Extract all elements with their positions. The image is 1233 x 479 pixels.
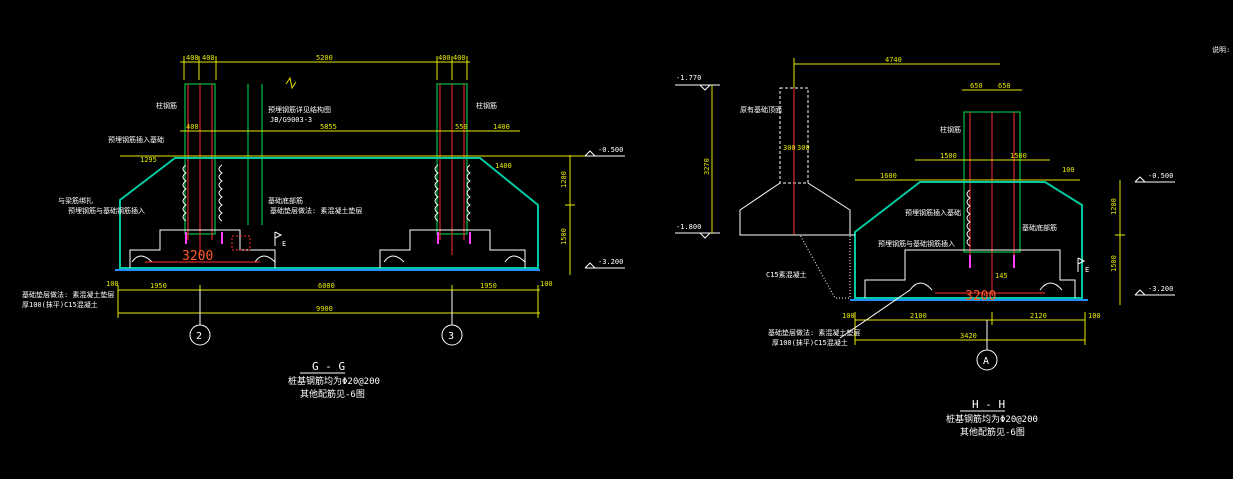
hh-red-dim: 3200	[965, 289, 996, 304]
hh-note-6: C15素混凝土	[766, 270, 807, 279]
gg-right-dim-2: 1500	[560, 228, 568, 245]
corner-note: 说明:	[1212, 45, 1230, 54]
hh-axis: A	[983, 356, 989, 367]
gg-pilecap-left	[129, 229, 276, 268]
gg-note-2: 预埋钢筋详见结构图	[268, 105, 331, 114]
gg-dim-1400: 1400	[495, 162, 512, 170]
gg-note-5: 预埋钢筋插入基础	[108, 135, 164, 144]
hh-dim-col-1: 300	[783, 144, 796, 152]
hh-title: H - H	[972, 398, 1005, 411]
gg-dim-top-5: 400	[453, 54, 466, 62]
gg-dim-bottom-1: 1950	[150, 282, 167, 290]
section-gg: 400 400 5200 400 400 柱钢筋 预埋钢筋详见结构图 JB/G9…	[22, 54, 625, 400]
gg-dim-100-a: 100	[106, 280, 119, 288]
hh-elev-1770: -1.770	[676, 74, 701, 82]
gg-pilecap-right	[379, 229, 526, 268]
hh-sub-2: 其他配筋见-6图	[960, 426, 1025, 438]
hh-dim-bottom-1: 2100	[910, 312, 927, 320]
gg-sub-1: 桩基钢筋均为Φ20@200	[288, 375, 380, 387]
hh-pilecap	[864, 249, 1076, 298]
hh-dim-100-a: 100	[842, 312, 855, 320]
hh-note-4: 预埋钢筋与基础钢筋插入	[878, 239, 955, 248]
gg-note-9: 基础垫层做法: 素混凝土垫层	[270, 206, 362, 215]
gg-dim-mid-2: 5855	[320, 123, 337, 131]
gg-axis-bubble-left	[189, 324, 211, 346]
gg-dim-mid-4: 1400	[493, 123, 510, 131]
hh-note-8: 厚100(抹平)C15混凝土	[772, 338, 848, 347]
hh-elev-top: -0.500	[1148, 172, 1173, 180]
gg-elev-bot: -3.200	[598, 258, 623, 266]
gg-elev-top: -0.500	[598, 146, 623, 154]
hh-existing-footing	[739, 182, 851, 236]
section-hh: -1.770 -1.800 3270 300 300 原有基础顶面 C15素混凝…	[675, 56, 1175, 438]
hh-right-dim-1: 1200	[1110, 198, 1118, 215]
hh-dim-1600: 1600	[880, 172, 897, 180]
gg-note-11: 厚100(抹平)C15混凝土	[22, 300, 98, 309]
gg-axis-left: 2	[196, 331, 202, 342]
hh-sub-1: 桩基钢筋均为Φ20@200	[946, 413, 1038, 425]
gg-dim-bottom-3: 1950	[480, 282, 497, 290]
hh-dim-col-2: 300	[797, 144, 810, 152]
gg-dim-top-2: 400	[202, 54, 215, 62]
hh-dim-total: 3420	[960, 332, 977, 340]
hh-elev-bot: -3.200	[1148, 285, 1173, 293]
gg-axis-bubble-right	[441, 324, 463, 346]
hh-dim-3270: 3270	[703, 158, 711, 175]
gg-right-dim-1: 1200	[560, 171, 568, 188]
hh-axis-bubble	[976, 349, 998, 371]
hh-dim-4740: 4740	[885, 56, 902, 64]
gg-dim-100-b: 100	[540, 280, 553, 288]
hh-dim-mid-1: 1500	[940, 152, 957, 160]
hh-dim-145: 145	[995, 272, 1008, 280]
gg-dim-total: 9900	[316, 305, 333, 313]
hh-gravel-fill	[799, 234, 851, 299]
hh-dim-mid-2: 1500	[1010, 152, 1027, 160]
hh-dim-top-2: 650	[998, 82, 1011, 90]
gg-footing-outline	[119, 157, 539, 269]
hh-note-1: 原有基础顶面	[740, 105, 782, 114]
gg-dim-top-1: 400	[186, 54, 199, 62]
gg-red-dim: 3200	[182, 249, 213, 264]
hh-dim-bottom-2: 2120	[1030, 312, 1047, 320]
hh-right-dim-2: 1500	[1110, 255, 1118, 272]
gg-dim-1295: 1295	[140, 156, 157, 164]
gg-title: G - G	[312, 360, 345, 373]
hh-note-7: 基础垫层做法: 素混凝土垫层	[768, 328, 860, 337]
svg-text:E: E	[282, 240, 286, 248]
gg-dim-mid-1: 400	[186, 123, 199, 131]
gg-note-4: 柱钢筋	[476, 101, 497, 110]
gg-note-7: 预埋钢筋与基础钢筋插入	[68, 206, 145, 215]
gg-dim-mid-3: 550	[455, 123, 468, 131]
gg-note-1: 柱钢筋	[156, 101, 177, 110]
gg-note-8: 基础底部筋	[268, 196, 303, 205]
gg-note-3: JB/G9003-3	[270, 116, 312, 124]
hh-note-3: 预埋钢筋插入基础	[905, 208, 961, 217]
hh-note-5: 基础底部筋	[1022, 223, 1057, 232]
hh-note-2: 柱钢筋	[940, 125, 961, 134]
gg-note-6: 与梁筋绑扎	[58, 196, 93, 205]
hh-dim-100r: 100	[1062, 166, 1075, 174]
hh-dim-top-1: 650	[970, 82, 983, 90]
hh-elev-1800: -1.800	[676, 223, 701, 231]
gg-note-10: 基础垫层做法: 素混凝土垫层	[22, 290, 114, 299]
gg-dim-top-4: 400	[438, 54, 451, 62]
hh-footing-outline	[854, 181, 1083, 299]
gg-dim-top-3: 5200	[316, 54, 333, 62]
gg-dim-bottom-2: 6000	[318, 282, 335, 290]
svg-text:E: E	[1085, 266, 1089, 274]
gg-axis-right: 3	[448, 331, 454, 342]
hh-dim-100-b: 100	[1088, 312, 1101, 320]
gg-sub-2: 其他配筋见-6图	[300, 388, 365, 400]
